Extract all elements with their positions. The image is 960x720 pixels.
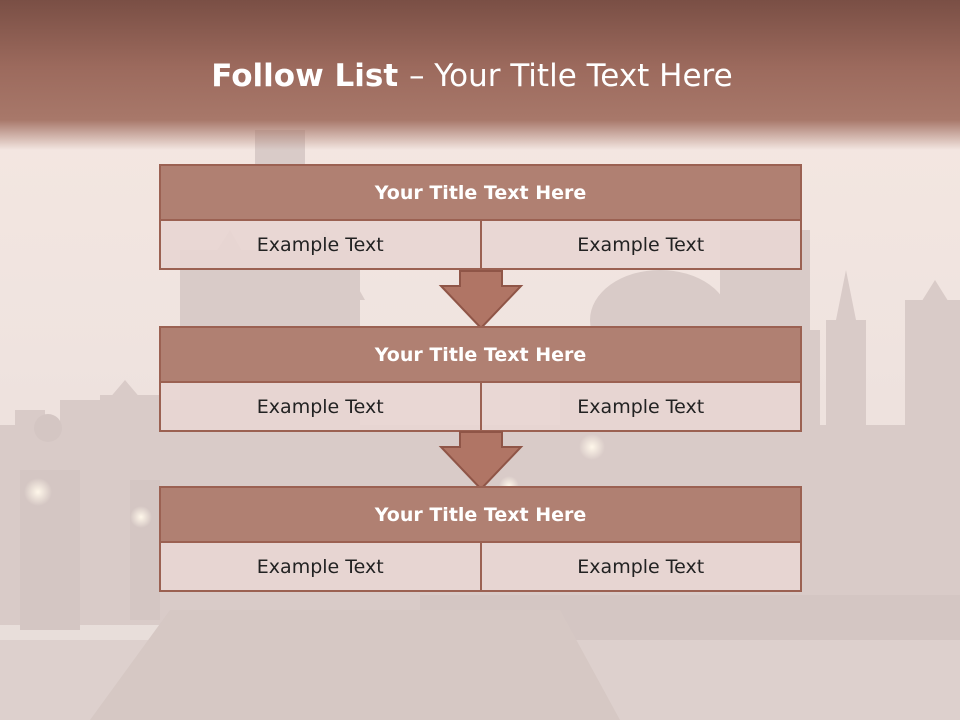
down-arrow-icon — [438, 431, 524, 491]
title-rest: Your Title Text Here — [434, 58, 733, 94]
step-block-2: Your Title Text Here Example Text Exampl… — [159, 326, 802, 432]
step-cell-left: Example Text — [256, 395, 384, 418]
down-arrow-icon — [438, 270, 524, 330]
step-title: Your Title Text Here — [159, 164, 802, 221]
title-banner — [0, 0, 960, 150]
title-separator: – — [408, 58, 435, 94]
step-title: Your Title Text Here — [159, 326, 802, 383]
step-cell-left: Example Text — [256, 555, 384, 578]
step-cell-right: Example Text — [479, 543, 801, 590]
step-cell-right: Example Text — [479, 221, 801, 268]
step-cell-right: Example Text — [479, 383, 801, 430]
page-title: Follow List – Your Title Text Here — [0, 54, 944, 98]
step-cell-left: Example Text — [256, 233, 384, 256]
step-block-1: Your Title Text Here Example Text Exampl… — [159, 164, 802, 270]
step-row: Example Text Example Text — [159, 383, 802, 432]
step-title: Your Title Text Here — [159, 486, 802, 543]
step-block-3: Your Title Text Here Example Text Exampl… — [159, 486, 802, 592]
title-bold: Follow List — [211, 58, 409, 94]
step-row: Example Text Example Text — [159, 221, 802, 270]
step-row: Example Text Example Text — [159, 543, 802, 592]
